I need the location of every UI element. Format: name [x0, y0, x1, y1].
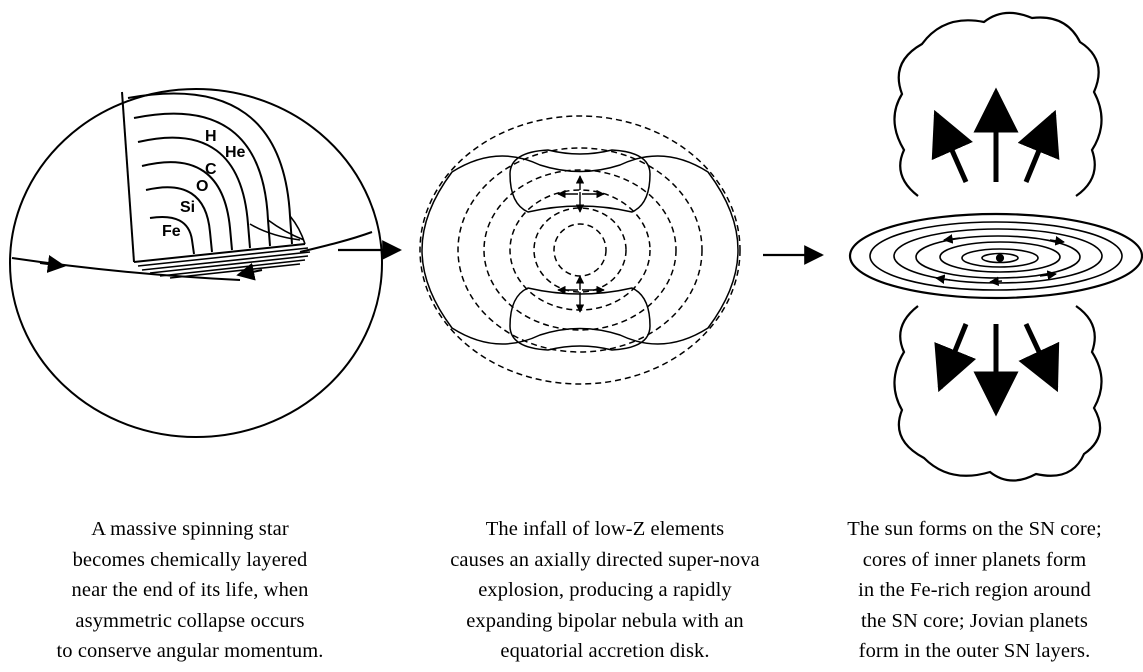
- caption-line: The sun forms on the SN core;: [806, 514, 1143, 545]
- dashed-shells: [420, 116, 740, 384]
- layered-star-figure: [10, 89, 382, 437]
- caption-layered-star: A massive spinning star becomes chemical…: [0, 514, 380, 667]
- layer-label-o: O: [196, 178, 208, 195]
- caption-line: in the Fe-rich region around: [806, 575, 1143, 606]
- caption-line: asymmetric collapse occurs: [0, 606, 380, 637]
- diagram-canvas: H He C O Si Fe: [0, 0, 1143, 500]
- layer-label-he: He: [225, 144, 246, 161]
- caption-line: A massive spinning star: [0, 514, 380, 545]
- accretion-disk-rings: [870, 222, 1122, 290]
- layer-label-fe: Fe: [162, 223, 181, 240]
- layer-label-h: H: [205, 128, 217, 145]
- star-equator: [12, 258, 240, 280]
- layer-label-c: C: [205, 161, 217, 178]
- outflow-arrows-up: [936, 92, 1054, 182]
- caption-line: to conserve angular momentum.: [0, 636, 380, 667]
- caption-line: causes an axially directed super-nova: [392, 545, 818, 576]
- bipolar-explosion-figure: [420, 116, 740, 384]
- caption-line: near the end of its life, when: [0, 575, 380, 606]
- caption-bipolar-explosion: The infall of low-Z elements causes an a…: [392, 514, 818, 667]
- caption-line: explosion, producing a rapidly: [392, 575, 818, 606]
- caption-line: expanding bipolar nebula with an: [392, 606, 818, 637]
- solar-system-figure: [850, 13, 1142, 481]
- back-face-arcs: [250, 216, 305, 244]
- caption-line: form in the outer SN layers.: [806, 636, 1143, 667]
- caption-line: the SN core; Jovian planets: [806, 606, 1143, 637]
- caption-line: The infall of low-Z elements: [392, 514, 818, 545]
- caption-line: equatorial accretion disk.: [392, 636, 818, 667]
- cutaway-front-edge: [122, 92, 134, 262]
- sun-core: [997, 255, 1003, 261]
- outflow-arrows-down: [940, 324, 1056, 412]
- caption-solar-system: The sun forms on the SN core; cores of i…: [806, 514, 1143, 667]
- layer-label-si: Si: [180, 199, 195, 216]
- layer-labels: H He C O Si Fe: [162, 128, 246, 240]
- caption-line: cores of inner planets form: [806, 545, 1143, 576]
- caption-line: becomes chemically layered: [0, 545, 380, 576]
